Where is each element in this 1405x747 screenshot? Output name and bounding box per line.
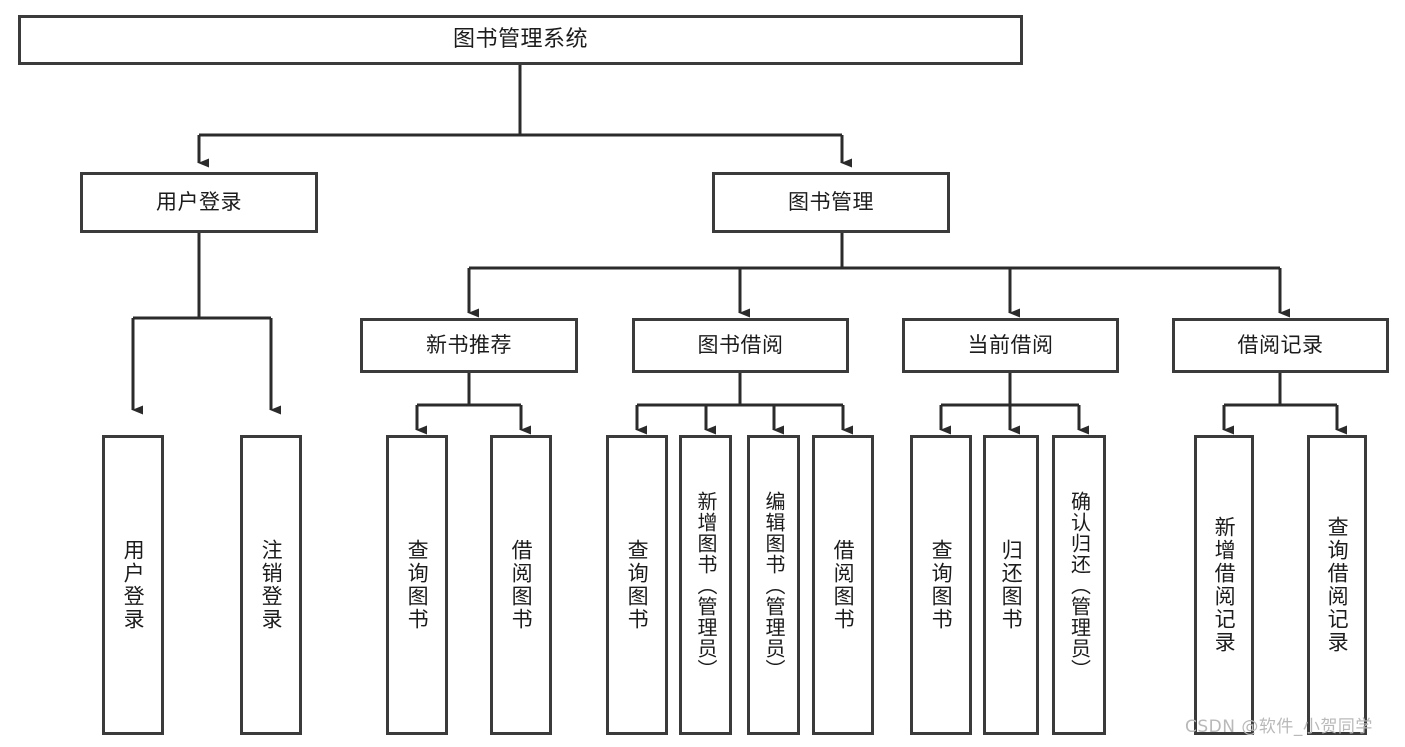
leaf-user-login-login-label: 用户登录 xyxy=(121,539,146,631)
leaf-book-borrow-query-book[interactable]: 查询图书 xyxy=(606,435,668,735)
node-book-management[interactable]: 图书管理 xyxy=(712,172,950,233)
leaf-new-book-borrow-book-label: 借阅图书 xyxy=(509,539,534,631)
node-root-book-management-system[interactable]: 图书管理系统 xyxy=(18,15,1023,65)
leaf-current-borrow-return-book[interactable]: 归还图书 xyxy=(983,435,1039,735)
leaf-user-login-logout-label: 注销登录 xyxy=(259,539,284,631)
leaf-current-borrow-query-book-label: 查询图书 xyxy=(929,539,954,631)
node-user-login[interactable]: 用户登录 xyxy=(80,172,318,233)
node-current-borrow[interactable]: 当前借阅 xyxy=(902,318,1119,373)
leaf-book-borrow-add-book-admin[interactable]: 新增图书（管理员） xyxy=(679,435,732,735)
leaf-book-borrow-borrow-book-label: 借阅图书 xyxy=(831,539,856,631)
leaf-user-login-login[interactable]: 用户登录 xyxy=(102,435,164,735)
leaf-current-borrow-confirm-return-admin[interactable]: 确认归还（管理员） xyxy=(1052,435,1106,735)
leaf-user-login-logout[interactable]: 注销登录 xyxy=(240,435,302,735)
node-book-borrow-label: 图书借阅 xyxy=(697,332,784,357)
node-root-label: 图书管理系统 xyxy=(452,26,588,52)
leaf-borrow-record-query-record-label: 查询借阅记录 xyxy=(1325,516,1350,654)
node-user-login-label: 用户登录 xyxy=(156,189,242,214)
node-book-management-label: 图书管理 xyxy=(788,189,874,214)
leaf-book-borrow-borrow-book[interactable]: 借阅图书 xyxy=(812,435,874,735)
leaf-current-borrow-confirm-return-admin-label: 确认归还（管理员） xyxy=(1067,490,1092,680)
node-borrow-record[interactable]: 借阅记录 xyxy=(1172,318,1389,373)
node-current-borrow-label: 当前借阅 xyxy=(967,332,1054,357)
leaf-book-borrow-edit-book-admin-label: 编辑图书（管理员） xyxy=(762,490,786,680)
leaf-current-borrow-return-book-label: 归还图书 xyxy=(999,539,1024,631)
leaf-book-borrow-query-book-label: 查询图书 xyxy=(625,539,650,631)
leaf-borrow-record-add-record[interactable]: 新增借阅记录 xyxy=(1194,435,1254,735)
leaf-book-borrow-add-book-admin-label: 新增图书（管理员） xyxy=(694,490,718,680)
leaf-borrow-record-query-record[interactable]: 查询借阅记录 xyxy=(1307,435,1367,735)
node-borrow-record-label: 借阅记录 xyxy=(1237,332,1324,357)
node-book-borrow[interactable]: 图书借阅 xyxy=(632,318,849,373)
leaf-borrow-record-add-record-label: 新增借阅记录 xyxy=(1212,516,1237,654)
leaf-book-borrow-edit-book-admin[interactable]: 编辑图书（管理员） xyxy=(747,435,800,735)
leaf-current-borrow-query-book[interactable]: 查询图书 xyxy=(910,435,972,735)
leaf-new-book-borrow-book[interactable]: 借阅图书 xyxy=(490,435,552,735)
leaf-new-book-query-book-label: 查询图书 xyxy=(405,539,430,631)
node-new-book-recommend-label: 新书推荐 xyxy=(426,332,512,357)
leaf-new-book-query-book[interactable]: 查询图书 xyxy=(386,435,448,735)
node-new-book-recommend[interactable]: 新书推荐 xyxy=(360,318,578,373)
